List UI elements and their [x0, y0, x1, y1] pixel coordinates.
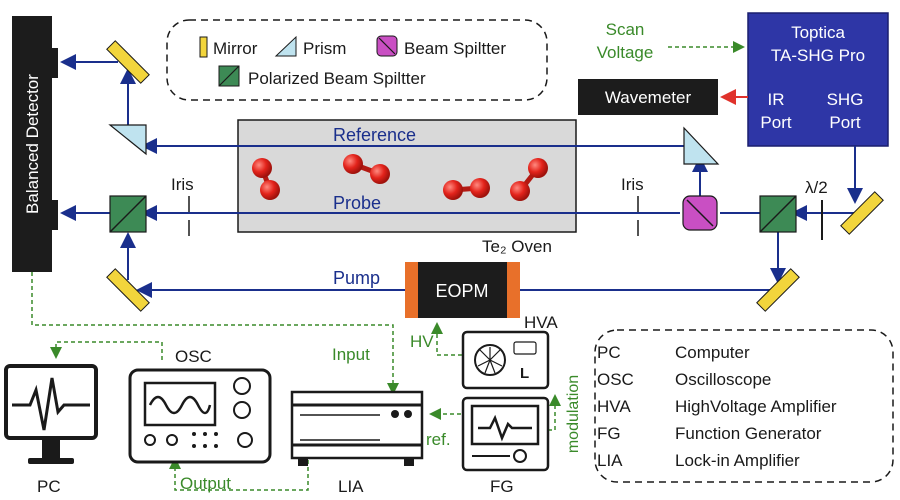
abbr-pc-full: Computer — [675, 343, 750, 362]
abbr-osc-full: Oscilloscope — [675, 370, 771, 389]
molecule-1 — [252, 158, 280, 200]
signal-lines — [31, 272, 561, 491]
fg-label: FG — [490, 477, 514, 496]
iris-right-label: Iris — [621, 175, 644, 194]
molecule-4 — [510, 158, 548, 201]
mirror-top-left — [106, 40, 150, 84]
hv-label: HV — [410, 332, 434, 351]
beam-paths — [60, 54, 863, 298]
laser-toptica: Toptica TA-SHG Pro IR Port SHG Port — [747, 12, 889, 147]
output-label: Output — [180, 474, 231, 493]
function-generator: FG — [461, 396, 550, 496]
iris-right: Iris — [621, 175, 644, 242]
lia-label: LIA — [338, 477, 364, 496]
prism-legend-icon — [274, 35, 297, 57]
shg-port-line1: SHG — [827, 90, 864, 109]
abbr-osc: OSC — [597, 370, 634, 389]
laser-name-line1: Toptica — [791, 23, 845, 42]
prism-left — [108, 124, 147, 156]
pbs-left — [109, 195, 147, 233]
ref-label: ref. — [426, 430, 451, 449]
computer: PC — [4, 364, 98, 496]
scan-voltage-line1: Scan — [606, 20, 645, 39]
fan-icon — [474, 344, 506, 376]
pump-label: Pump — [333, 268, 380, 288]
abbr-pc: PC — [597, 343, 621, 362]
abbreviation-legend: PC Computer OSC Oscilloscope HVA HighVol… — [594, 329, 894, 483]
modulation-label: modulation — [565, 375, 582, 453]
ir-port-line2: Port — [760, 113, 791, 132]
wavemeter: Wavemeter — [578, 79, 718, 115]
abbr-fg-full: Function Generator — [675, 424, 822, 443]
shg-port-line2: Port — [829, 113, 860, 132]
abbr-lia-full: Lock-in Amplifier — [675, 451, 800, 470]
detector-label: Balanced Detector — [23, 74, 42, 214]
oven-label: Te₂ Oven — [482, 237, 552, 256]
lock-in-amplifier: LIA — [290, 390, 424, 496]
ir-port-line1: IR — [768, 90, 785, 109]
abbr-fg: FG — [597, 424, 621, 443]
osc-label: OSC — [175, 347, 212, 366]
mirrors — [106, 40, 884, 312]
hva-label: HVA — [524, 313, 558, 332]
eopm-label: EOPM — [435, 281, 488, 301]
probe-label: Probe — [333, 193, 381, 213]
abbr-lia: LIA — [597, 451, 623, 470]
half-wave-plate: λ/2 — [805, 178, 828, 240]
beam-splitter — [682, 195, 718, 231]
half-wave-label: λ/2 — [805, 178, 828, 197]
component-legend: Mirror Prism Beam Spiltter Polarized Bea… — [166, 19, 548, 101]
reference-label: Reference — [333, 125, 416, 145]
mirror-right-top — [840, 191, 884, 235]
mirror-right-bottom — [756, 268, 800, 312]
molecule-2 — [343, 154, 390, 184]
legend-prism: Prism — [303, 39, 346, 58]
eopm: EOPM — [405, 262, 520, 318]
legend-beam-splitter: Beam Spiltter — [404, 39, 506, 58]
legend-mirror: Mirror — [213, 39, 258, 58]
input-label: Input — [332, 345, 370, 364]
te2-molecules — [252, 154, 548, 201]
beam-splitter-legend-icon — [376, 35, 398, 57]
mirror-bottom-left — [106, 268, 150, 312]
mirror-legend-icon — [199, 36, 208, 58]
molecule-3 — [443, 178, 490, 200]
balanced-detector: Balanced Detector — [12, 16, 58, 272]
pbs-right — [759, 195, 797, 233]
iris-left-label: Iris — [171, 175, 194, 194]
prism-right — [683, 126, 720, 165]
scan-voltage-line2: Voltage — [597, 43, 654, 62]
hva-unit: L HVA — [461, 313, 558, 390]
pbs-legend-icon — [218, 65, 240, 87]
abbr-hva: HVA — [597, 397, 631, 416]
abbr-hva-full: HighVoltage Amplifier — [675, 397, 837, 416]
oscilloscope: OSC — [128, 347, 272, 464]
legend-pbs: Polarized Beam Spiltter — [248, 69, 426, 88]
iris-left: Iris — [171, 175, 194, 242]
pc-label: PC — [37, 477, 61, 496]
laser-name-line2: TA-SHG Pro — [771, 46, 865, 65]
hva-panel-letter: L — [520, 365, 529, 382]
wavemeter-label: Wavemeter — [605, 88, 692, 107]
